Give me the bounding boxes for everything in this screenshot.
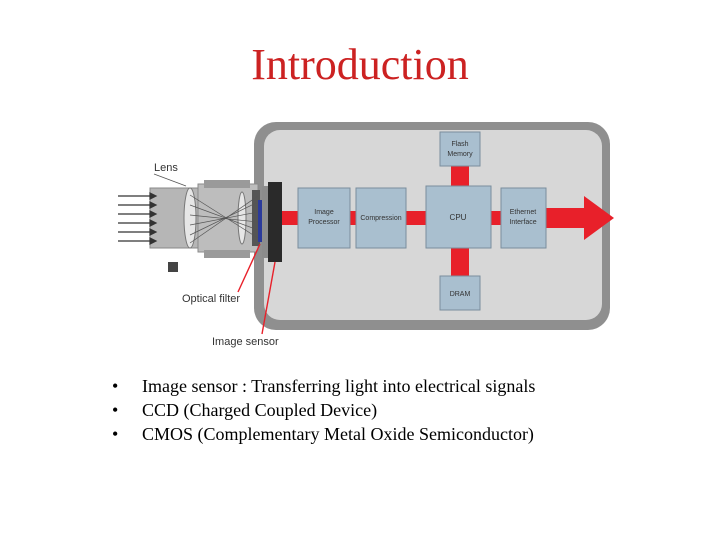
bullet-list: • Image sensor : Transferring light into …	[112, 374, 535, 446]
bullet-text: CMOS (Complementary Metal Oxide Semicond…	[142, 424, 534, 444]
lens-assembly	[149, 180, 260, 272]
block-image-processor: Image Processor	[297, 187, 351, 249]
bullet-symbol: •	[112, 424, 119, 444]
sensor-mount	[262, 186, 268, 258]
image-sensor	[268, 182, 282, 262]
bullet-text: Image sensor : Transferring light into e…	[142, 376, 536, 396]
block-ethernet-interface: Ethernet Interface	[500, 187, 547, 249]
slide-title: Introduction	[251, 40, 469, 89]
block-dram-label: DRAM	[450, 291, 471, 298]
incoming-light-arrows	[118, 192, 158, 245]
block-dram: DRAM	[439, 275, 481, 311]
bullet-item: • CCD (Charged Coupled Device)	[112, 398, 535, 422]
block-image-processor-label-2: Processor	[308, 219, 340, 226]
data-bus	[282, 166, 501, 276]
block-compression-label: Compression	[360, 215, 401, 222]
block-ethernet-interface-label-2: Interface	[509, 219, 536, 226]
callout-optical-filter-line	[237, 243, 261, 293]
callout-lens-line	[153, 173, 187, 187]
block-flash-memory-label-1: Flash	[451, 141, 468, 148]
block-ethernet-interface-label-1: Ethernet	[510, 209, 537, 216]
block-flash-memory-label-2: Memory	[447, 151, 473, 158]
block-image-processor-label-1: Image	[314, 209, 334, 216]
block-compression: Compression	[355, 187, 407, 249]
bullet-item: • CMOS (Complementary Metal Oxide Semicon…	[112, 422, 535, 446]
block-cpu: CPU	[425, 185, 492, 249]
callout-lens: Lens	[154, 162, 178, 174]
bullet-symbol: •	[112, 400, 119, 420]
block-cpu-label: CPU	[450, 213, 467, 222]
output-arrow	[546, 196, 614, 240]
optical-filter	[258, 200, 262, 242]
block-flash-memory: Flash Memory	[439, 131, 481, 167]
bullet-symbol: •	[112, 376, 119, 396]
callout-image-sensor-line	[261, 261, 276, 335]
callout-optical-filter: Optical filter	[182, 293, 240, 305]
callout-image-sensor: Image sensor	[212, 336, 279, 348]
bullet-text: CCD (Charged Coupled Device)	[142, 400, 378, 420]
bullet-item: • Image sensor : Transferring light into …	[112, 374, 535, 398]
